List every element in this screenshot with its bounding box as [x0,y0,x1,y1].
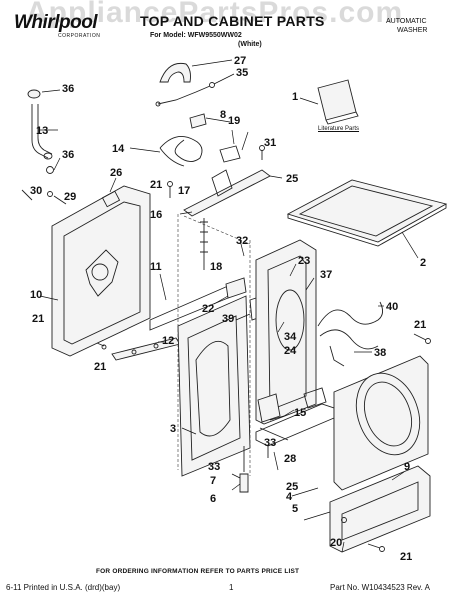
callout-10: 10 [30,289,42,301]
model-line: For Model: WFW9550WW02 [150,32,242,39]
callout-labels: 1 2 3 4 5 6 7 8 9 10 11 12 13 14 15 16 1… [30,55,426,563]
callout-26: 26 [110,167,122,179]
callout-24: 24 [284,345,297,357]
ordering-note: FOR ORDERING INFORMATION REFER TO PARTS … [96,568,300,575]
top-rail [183,169,283,217]
callout-21e: 21 [400,551,412,563]
product-type-line1: AUTOMATIC [386,18,427,25]
callout-18: 18 [210,261,222,273]
callout-36: 36 [62,83,74,95]
motor-controls [257,387,327,441]
callout-11: 11 [150,261,162,273]
callout-17: 17 [178,185,190,197]
callout-36b: 36 [62,149,74,161]
front-drum-panel [291,355,429,497]
page-number: 1 [229,583,234,592]
callout-29: 29 [64,191,76,203]
callout-3: 3 [170,423,176,435]
right-side-panel [255,239,317,425]
callout-20: 20 [330,537,342,549]
callout-38: 38 [374,347,386,359]
rear-panel [39,177,151,357]
callout-4: 4 [286,491,293,503]
page-title: TOP AND CABINET PARTS [140,13,325,29]
wire-harness [129,113,249,167]
front-panel [177,295,251,477]
callout-1: 1 [292,91,298,103]
inlet-hose [27,89,61,174]
brand-logo: Whirlpool [14,12,98,33]
color-line: (White) [238,41,262,48]
callout-35: 35 [236,67,248,79]
part-number: Part No. W10434523 Rev. A [330,583,430,592]
callout-34: 34 [284,331,297,343]
callout-23: 23 [298,255,310,267]
callout-30: 30 [30,185,42,197]
control-wiring [317,301,384,367]
callout-21: 21 [150,179,162,191]
cabinet-frame [177,211,251,493]
callout-5: 5 [292,503,298,515]
callout-25b: 25 [286,481,298,493]
callout-6: 6 [210,493,216,505]
literature-label: Literature Parts [318,126,360,132]
callout-7: 7 [210,475,216,487]
product-type-line2: WASHER [397,27,428,34]
callout-2: 2 [420,257,426,269]
callout-21c: 21 [94,361,106,373]
callout-33b: 33 [264,437,276,449]
literature-book [299,79,359,125]
callout-27: 27 [234,55,246,67]
top-panel [286,179,448,259]
callout-25: 25 [286,173,298,185]
hose-bracket [155,59,235,107]
brand-sub: CORPORATION [58,33,101,39]
callout-21b: 21 [32,313,44,325]
callout-37: 37 [320,269,332,281]
callout-13: 13 [36,125,48,137]
callout-12: 12 [162,335,174,347]
watermark: AppliancePartsPros.com [26,0,404,29]
callout-8: 8 [220,109,226,121]
callout-19: 19 [228,115,240,127]
callout-9: 9 [404,461,410,473]
callout-32: 32 [236,235,248,247]
callout-39: 39 [222,313,234,325]
callout-33: 33 [208,461,220,473]
callout-28: 28 [284,453,296,465]
pedestal-drawer [303,465,431,553]
printed-line: 6-11 Printed in U.S.A. (drd)(bay) [6,583,121,592]
callout-40: 40 [386,301,398,313]
callout-15: 15 [294,407,306,419]
callout-31: 31 [264,137,276,149]
callout-22: 22 [202,303,214,315]
callout-14: 14 [112,143,125,155]
callout-21d: 21 [414,319,426,331]
callout-16: 16 [150,209,162,221]
